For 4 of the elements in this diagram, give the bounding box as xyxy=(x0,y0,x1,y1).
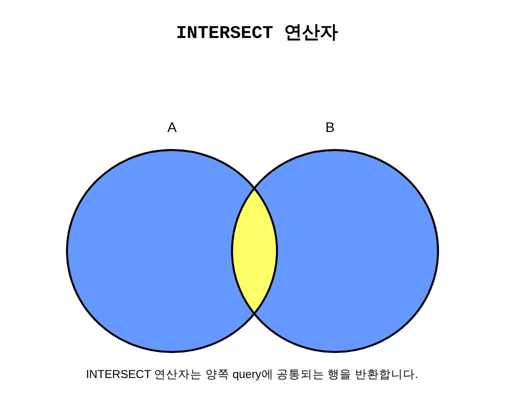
caption: INTERSECT 연산자는 양쪽 query에 공통되는 행을 반환합니다. xyxy=(86,368,418,382)
set-label: B xyxy=(325,119,335,135)
title: INTERSECT 연산자 xyxy=(176,23,338,44)
set-label: A xyxy=(167,119,177,135)
